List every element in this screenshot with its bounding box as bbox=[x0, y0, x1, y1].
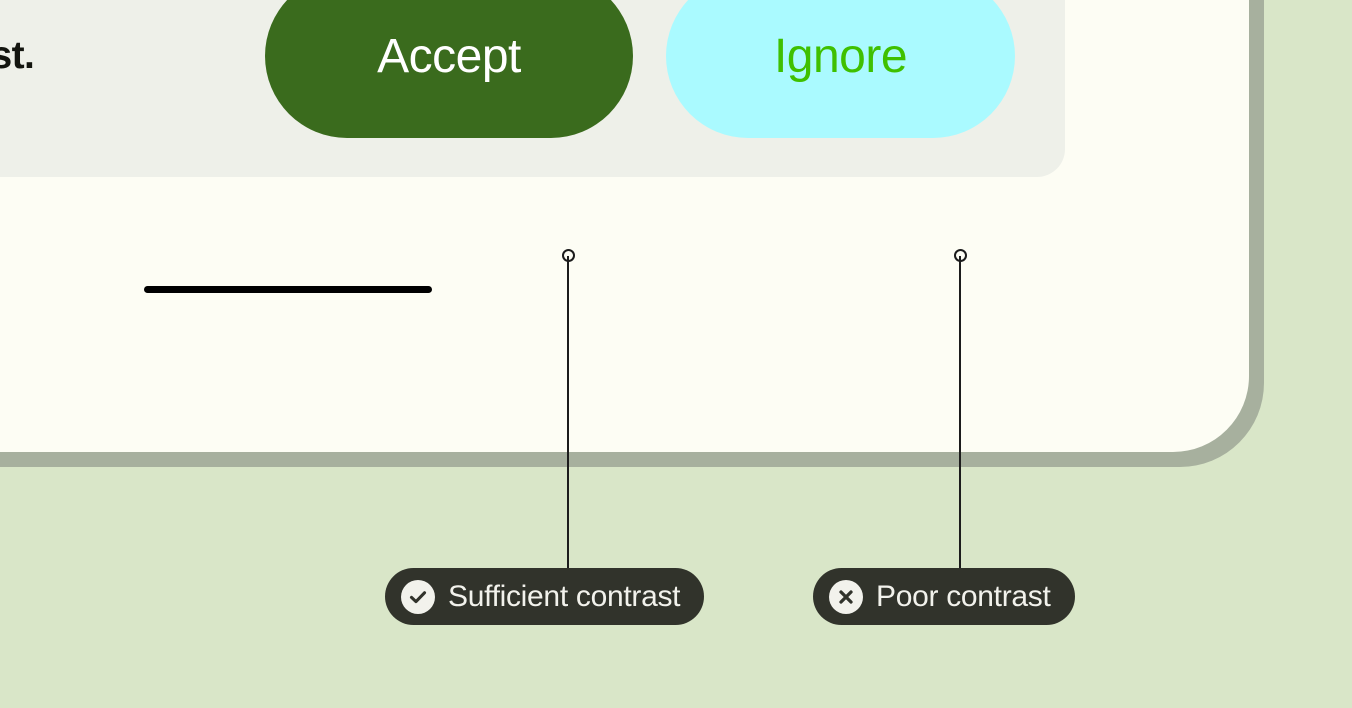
callout-line-accept bbox=[567, 256, 569, 568]
home-indicator[interactable] bbox=[144, 286, 432, 293]
annotation-label: Poor contrast bbox=[876, 579, 1051, 613]
annotation-label: Sufficient contrast bbox=[448, 579, 681, 613]
device-screen: a request. Accept Ignore bbox=[0, 0, 1249, 452]
annotation-poor-contrast: Poor contrast bbox=[813, 568, 1075, 625]
x-circle-icon bbox=[829, 579, 863, 614]
ignore-button[interactable]: Ignore bbox=[666, 0, 1015, 138]
check-circle-icon bbox=[401, 579, 435, 614]
accept-button[interactable]: Accept bbox=[265, 0, 633, 138]
annotation-sufficient-contrast: Sufficient contrast bbox=[385, 568, 705, 625]
notification-message-text: a request. bbox=[0, 34, 35, 77]
callout-line-ignore bbox=[959, 256, 961, 568]
